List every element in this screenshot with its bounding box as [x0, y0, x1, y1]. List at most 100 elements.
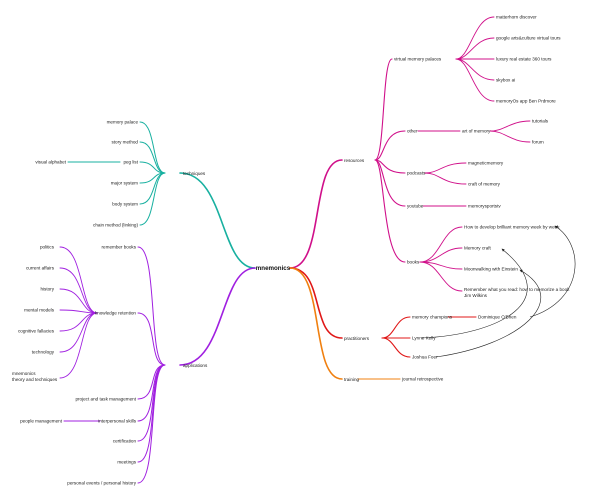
knowledge-cognitive-fallacies[interactable]: cognitive fallacies [18, 329, 55, 334]
arrow-foer-to-moonwalking [435, 269, 542, 358]
resource-virtual-memory-palaces[interactable]: virtual memory palaces [394, 57, 442, 62]
knowledge-technology[interactable]: technology [32, 350, 55, 355]
palace-skybox-ai[interactable]: skybox ai [496, 78, 515, 83]
link-art-item [489, 130, 531, 143]
resource-podcasts[interactable]: podcasts [407, 171, 426, 176]
application-certification[interactable]: certification [113, 439, 137, 444]
link-root-practitioners [289, 267, 343, 339]
link-application [137, 246, 166, 366]
links-techniques [67, 121, 166, 226]
art-forum[interactable]: forum [532, 140, 544, 145]
root-node-label[interactable]: mnemonics [256, 265, 291, 272]
branch-practitioners-label[interactable]: practitioners [344, 336, 370, 341]
application-knowledge-retention[interactable]: knowledge retention [95, 311, 137, 316]
link-art-item [489, 120, 531, 132]
link-knowledge-item [59, 246, 98, 314]
palace-google-arts[interactable]: google arts&culture virtual tours [496, 36, 561, 41]
knowledge-mnemonics-line1[interactable]: mnemonics [12, 371, 36, 376]
link-root-applications [179, 267, 256, 366]
cross-links [420, 225, 576, 358]
palace-matterhorn[interactable]: matterhorn discover [496, 15, 537, 20]
link-knowledge-item [59, 288, 98, 314]
technique-memory-palace[interactable]: memory palace [107, 120, 139, 125]
link-application [137, 364, 166, 442]
palace-luxury-real-estate[interactable]: luxury real estate 360 tours [496, 57, 552, 62]
training-journal-retrospective[interactable]: journal retrospective [401, 377, 444, 382]
book-moonwalking[interactable]: Moonwalking with Einstein [464, 267, 518, 272]
link-root-training [289, 267, 343, 380]
technique-major-system[interactable]: major system [111, 181, 138, 186]
link-technique [139, 161, 166, 174]
resource-other[interactable]: other [407, 129, 418, 134]
technique-peg-list[interactable]: peg list [123, 160, 138, 165]
book-brilliant-memory[interactable]: How to develop brilliant memory week by … [464, 225, 560, 230]
link-root-techniques [179, 172, 256, 269]
technique-body-system[interactable]: body system [112, 202, 138, 207]
link-root-resources [289, 159, 343, 269]
link-practitioner [381, 337, 411, 358]
link-podcast-item [424, 162, 467, 174]
application-meetings[interactable]: meetings [117, 460, 136, 465]
link-application [137, 364, 166, 484]
technique-chain-method[interactable]: chain method (linking) [93, 223, 138, 228]
art-tutorials[interactable]: tutorials [532, 119, 549, 124]
application-project-management[interactable]: project and task management [75, 397, 136, 402]
technique-story-method[interactable]: story method [111, 140, 138, 145]
link-technique [139, 121, 166, 174]
branch-applications-label[interactable]: applications [183, 363, 208, 368]
links-applications [63, 246, 166, 484]
book-remember-what-you-read-line1[interactable]: Remember what you read: how to memorize … [464, 287, 570, 292]
links-books [419, 226, 463, 292]
application-people-management[interactable]: people management [20, 419, 63, 424]
book-memory-craft[interactable]: Memory craft [464, 246, 492, 251]
link-podcast-item [424, 172, 467, 185]
link-technique [139, 172, 166, 226]
link-palace-item [455, 58, 495, 102]
links-virtual-palaces [455, 16, 495, 102]
knowledge-mnemonics-line2[interactable]: theory and techniques [12, 377, 58, 382]
podcast-craft-of-memory[interactable]: craft of memory [468, 182, 501, 187]
practitioner-dominique-obrien[interactable]: Dominique O'Brien [478, 315, 517, 320]
branch-training-label[interactable]: training [344, 377, 360, 382]
link-application [137, 364, 166, 400]
link-application [137, 312, 166, 366]
practitioner-joshua-foer[interactable]: Joshua Foer [412, 355, 438, 360]
arrow-kelly-to-memory-craft [420, 248, 528, 339]
link-knowledge-item [59, 267, 98, 314]
link-book-item [419, 261, 463, 292]
link-practitioner [381, 316, 411, 339]
links-resources [374, 58, 406, 263]
palace-memoryos-app[interactable]: memoryOs app Ben Prdmore [496, 99, 556, 104]
knowledge-history[interactable]: history [40, 287, 54, 292]
application-remember-books[interactable]: remember books [102, 245, 137, 250]
youtube-memorysportstv[interactable]: memorysportstv [468, 204, 501, 209]
link-technique [139, 172, 166, 205]
technique-visual-alphabet[interactable]: visual alphabet [35, 160, 66, 165]
link-resource [374, 130, 406, 161]
book-remember-what-you-read-line2[interactable]: Jim Wilkins [464, 293, 488, 298]
knowledge-politics[interactable]: politics [40, 245, 55, 250]
link-knowledge-item [59, 312, 98, 379]
knowledge-mental-models[interactable]: mental models [24, 308, 55, 313]
practitioner-lynne-kelly[interactable]: Lynne Kelly [412, 336, 436, 341]
branch-resources-label[interactable]: resources [344, 158, 365, 163]
link-resource [374, 159, 406, 207]
arrow-obrien-to-brilliant-memory [529, 225, 576, 318]
link-palace-item [455, 16, 495, 60]
resource-books[interactable]: books [407, 260, 420, 265]
knowledge-current-affairs[interactable]: current affairs [26, 266, 55, 271]
resource-art-of-memory[interactable]: art of memory [462, 129, 491, 134]
resource-youtube[interactable]: youtube [407, 204, 424, 209]
links-podcasts [424, 162, 467, 185]
application-interpersonal-skills[interactable]: interpersonal skills [98, 419, 136, 424]
branch-techniques-label[interactable]: techniques [183, 171, 206, 176]
link-palace-item [455, 37, 495, 60]
podcast-magneticmemory[interactable]: magneticmemory [468, 161, 504, 166]
link-book-item [419, 247, 463, 263]
application-personal-events[interactable]: personal events / personal history [67, 481, 136, 486]
links-knowledge-retention [59, 246, 98, 379]
practitioner-memory-champions[interactable]: memory champions [412, 315, 453, 320]
link-book-item [419, 226, 463, 263]
link-knowledge-item [59, 312, 98, 353]
